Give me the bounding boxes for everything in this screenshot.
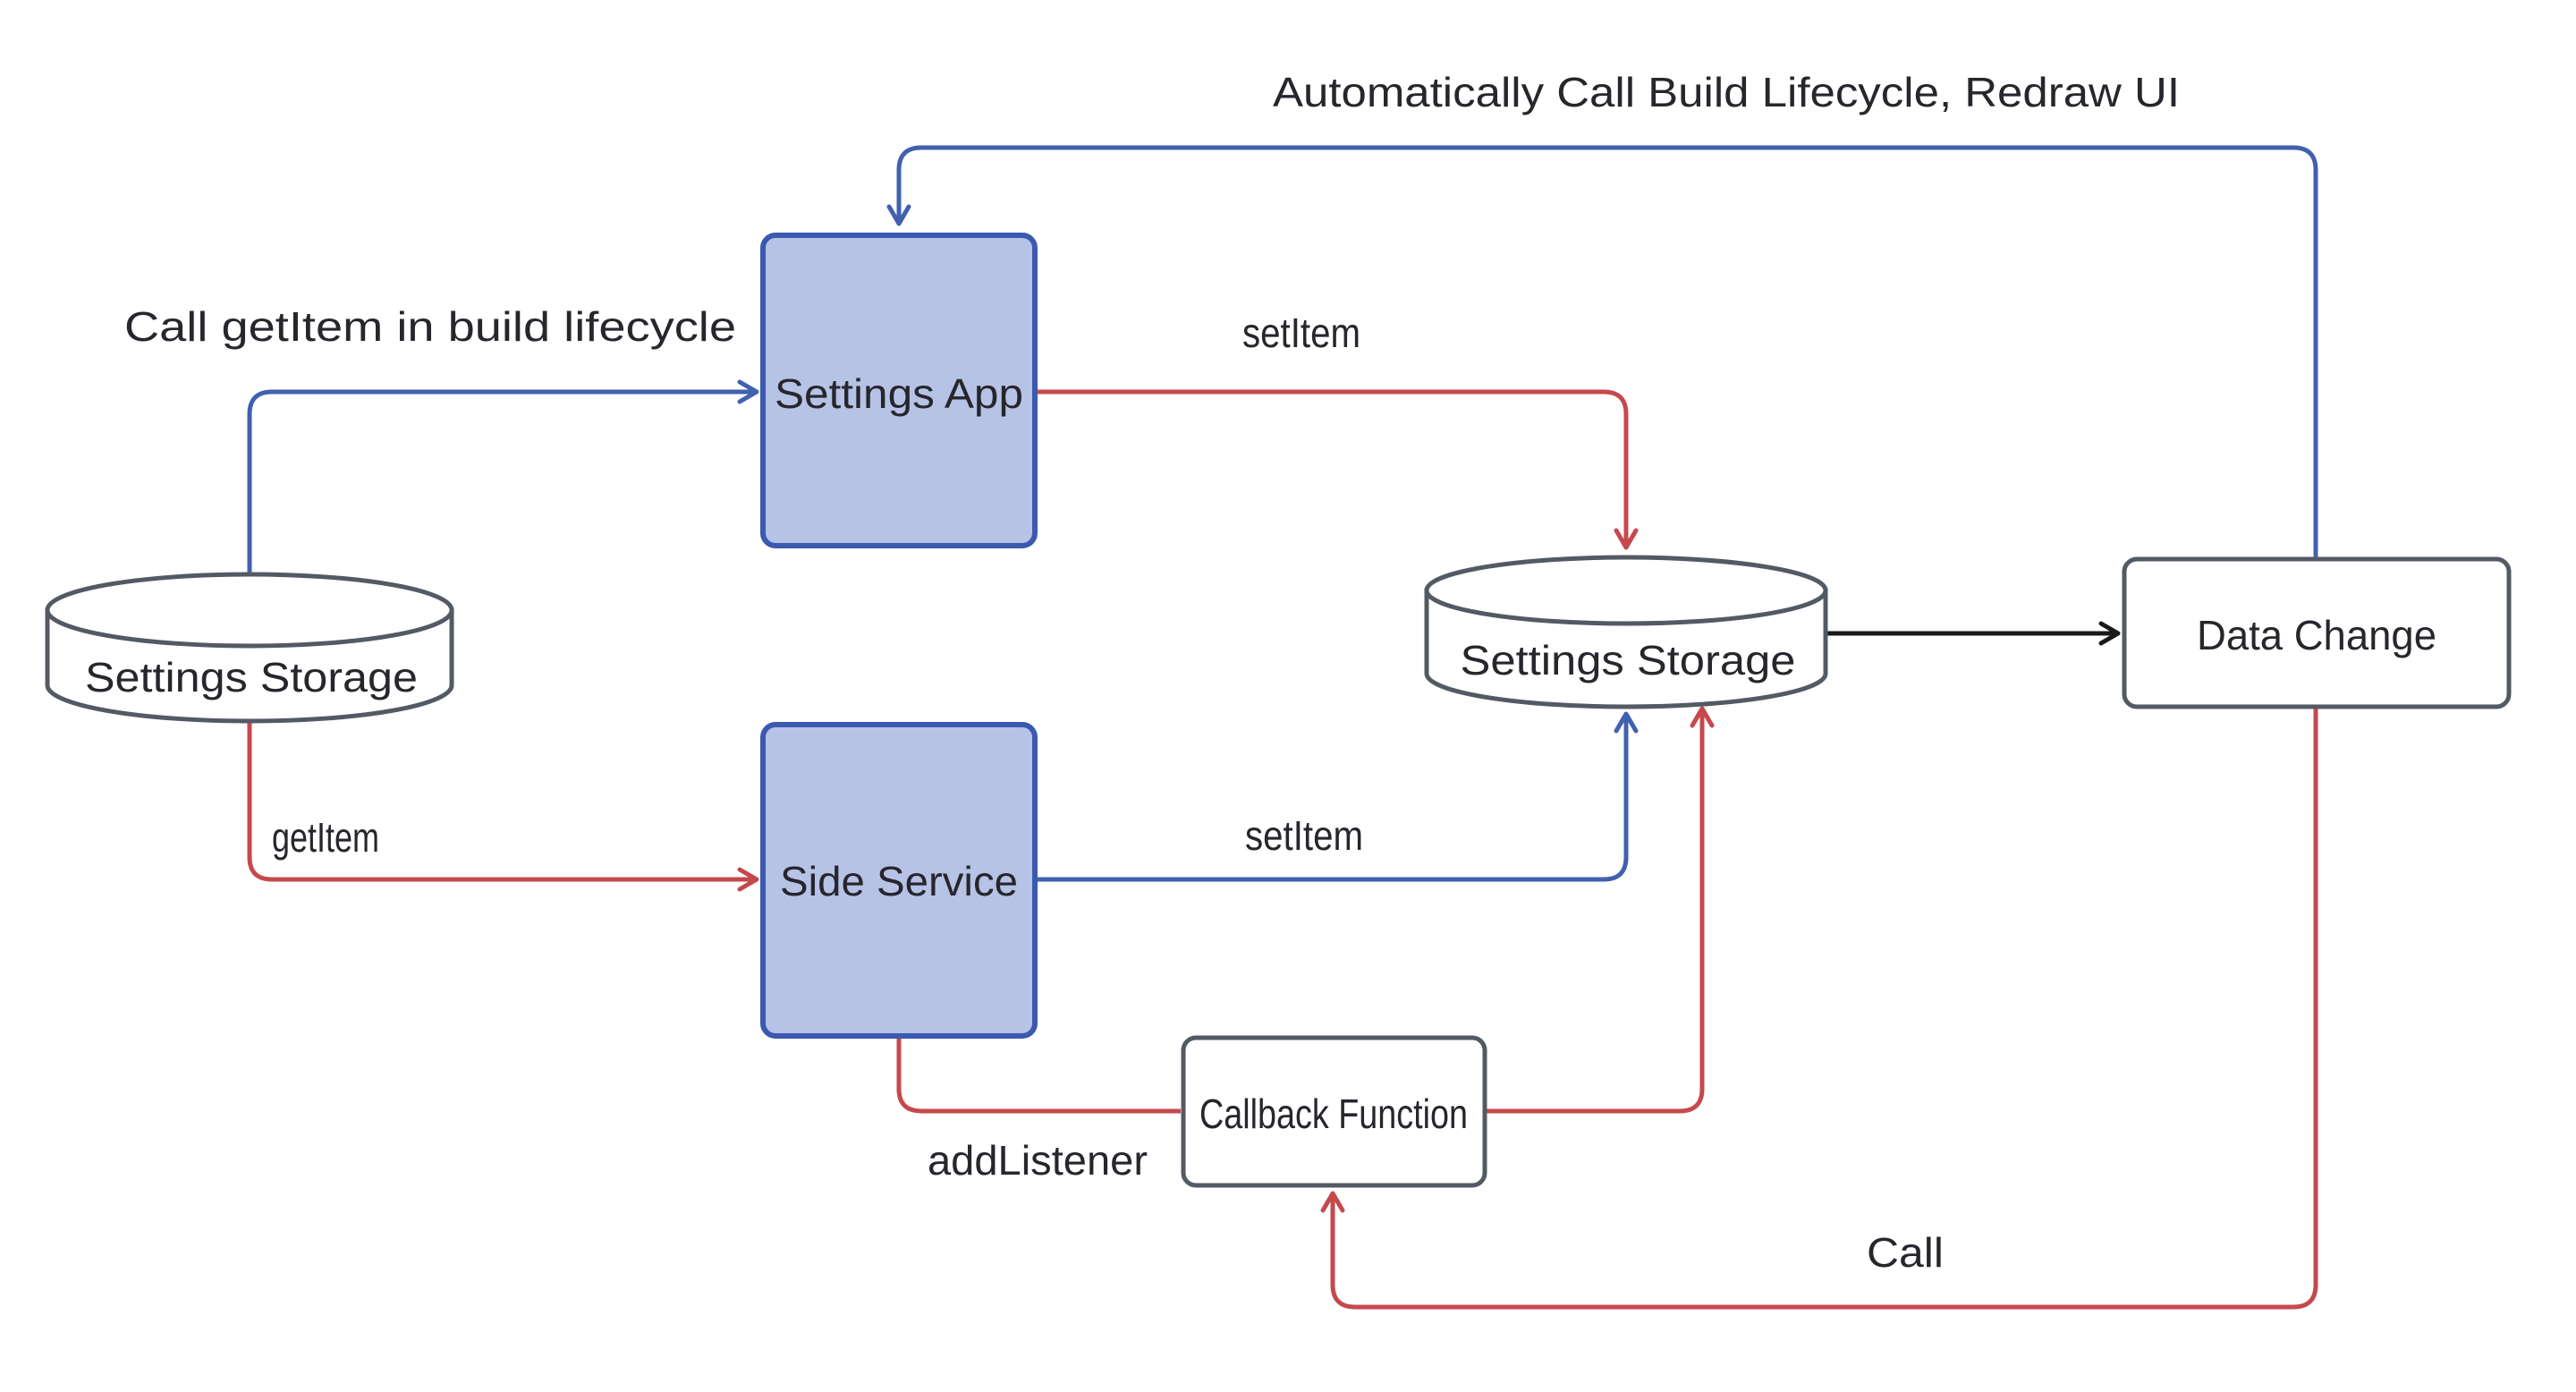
node-settings-storage-left: Settings Storage <box>45 572 454 724</box>
label-getitem: getItem <box>272 814 379 861</box>
edge-callback-to-storage <box>1485 706 1715 1114</box>
node-label-side-service: Side Service <box>780 858 1018 904</box>
edge-setitem-app <box>1035 389 1639 550</box>
edge-getitem <box>247 721 759 892</box>
node-data-change: Data Change <box>2122 556 2512 709</box>
node-label-callback-function: Callback Function <box>1199 1091 1468 1137</box>
node-settings-app: Settings App <box>760 233 1038 548</box>
edge-setitem-service <box>1035 711 1639 882</box>
node-side-service: Side Service <box>760 722 1038 1039</box>
label-setitem-service: setItem <box>1245 812 1363 859</box>
node-label-settings-storage-center: Settings Storage <box>1461 637 1796 683</box>
edge-auto-redraw <box>886 145 2318 559</box>
node-label-settings-app: Settings App <box>775 370 1023 417</box>
node-callback-function: Callback Function <box>1181 1035 1487 1188</box>
edge-addlistener <box>896 1036 1181 1114</box>
node-label-data-change: Data Change <box>2197 612 2436 658</box>
label-auto-redraw: Automatically Call Build Lifecycle, Redr… <box>1273 69 2180 115</box>
label-call: Call <box>1867 1229 1944 1276</box>
label-addlistener: addListener <box>928 1137 1148 1184</box>
node-label-settings-storage-left: Settings Storage <box>85 654 418 700</box>
label-setitem-app: setItem <box>1242 310 1360 356</box>
label-call-getitem: Call getItem in build lifecycle <box>124 303 736 350</box>
edge-call <box>1320 707 2318 1310</box>
node-settings-storage-center: Settings Storage <box>1424 555 1828 709</box>
edge-call-getitem <box>247 379 759 574</box>
